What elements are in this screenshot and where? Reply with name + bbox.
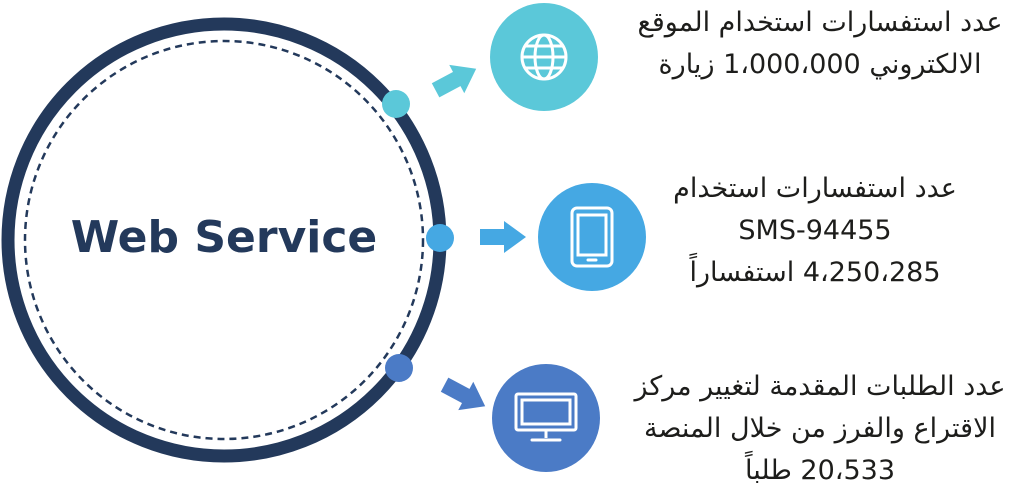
item-3-text: عدد الطلبات المقدمة لتغيير مركز الاقتراع… [614, 366, 1026, 492]
arrow-2 [480, 221, 526, 253]
connector-dot-2 [426, 224, 454, 252]
tablet-node-circle [538, 183, 646, 291]
hub-title: Web Service [71, 212, 378, 263]
monitor-icon [514, 392, 578, 442]
arrow-3 [440, 377, 486, 411]
item-1-line-2: الالكتروني 1،000،000 زيارة [658, 49, 982, 80]
item-2-line-1: عدد استفسارات استخدام [673, 173, 957, 204]
item-1-line-1: عدد استفسارات استخدام الموقع [637, 7, 1003, 38]
hub-inner-dashed-ring [23, 39, 425, 441]
tablet-icon [570, 206, 614, 268]
connector-dot-3 [385, 354, 413, 382]
item-3-line-2: الاقتراع والفرز من خلال المنصة [644, 413, 996, 444]
item-2-text: عدد استفسارات استخدام SMS-94455 4،250،28… [640, 168, 990, 294]
monitor-node-circle [492, 364, 600, 472]
item-3-line-3: 20،533 طلباً [745, 455, 895, 486]
arrow-1 [431, 64, 477, 98]
item-2-line-3: 4،250،285 استفساراً [689, 257, 941, 288]
item-2-line-2: SMS-94455 [738, 215, 892, 246]
connector-dot-1 [382, 90, 410, 118]
item-3-line-1: عدد الطلبات المقدمة لتغيير مركز [634, 371, 1006, 402]
globe-icon [520, 33, 568, 81]
item-1-text: عدد استفسارات استخدام الموقع الالكتروني … [610, 2, 1026, 86]
